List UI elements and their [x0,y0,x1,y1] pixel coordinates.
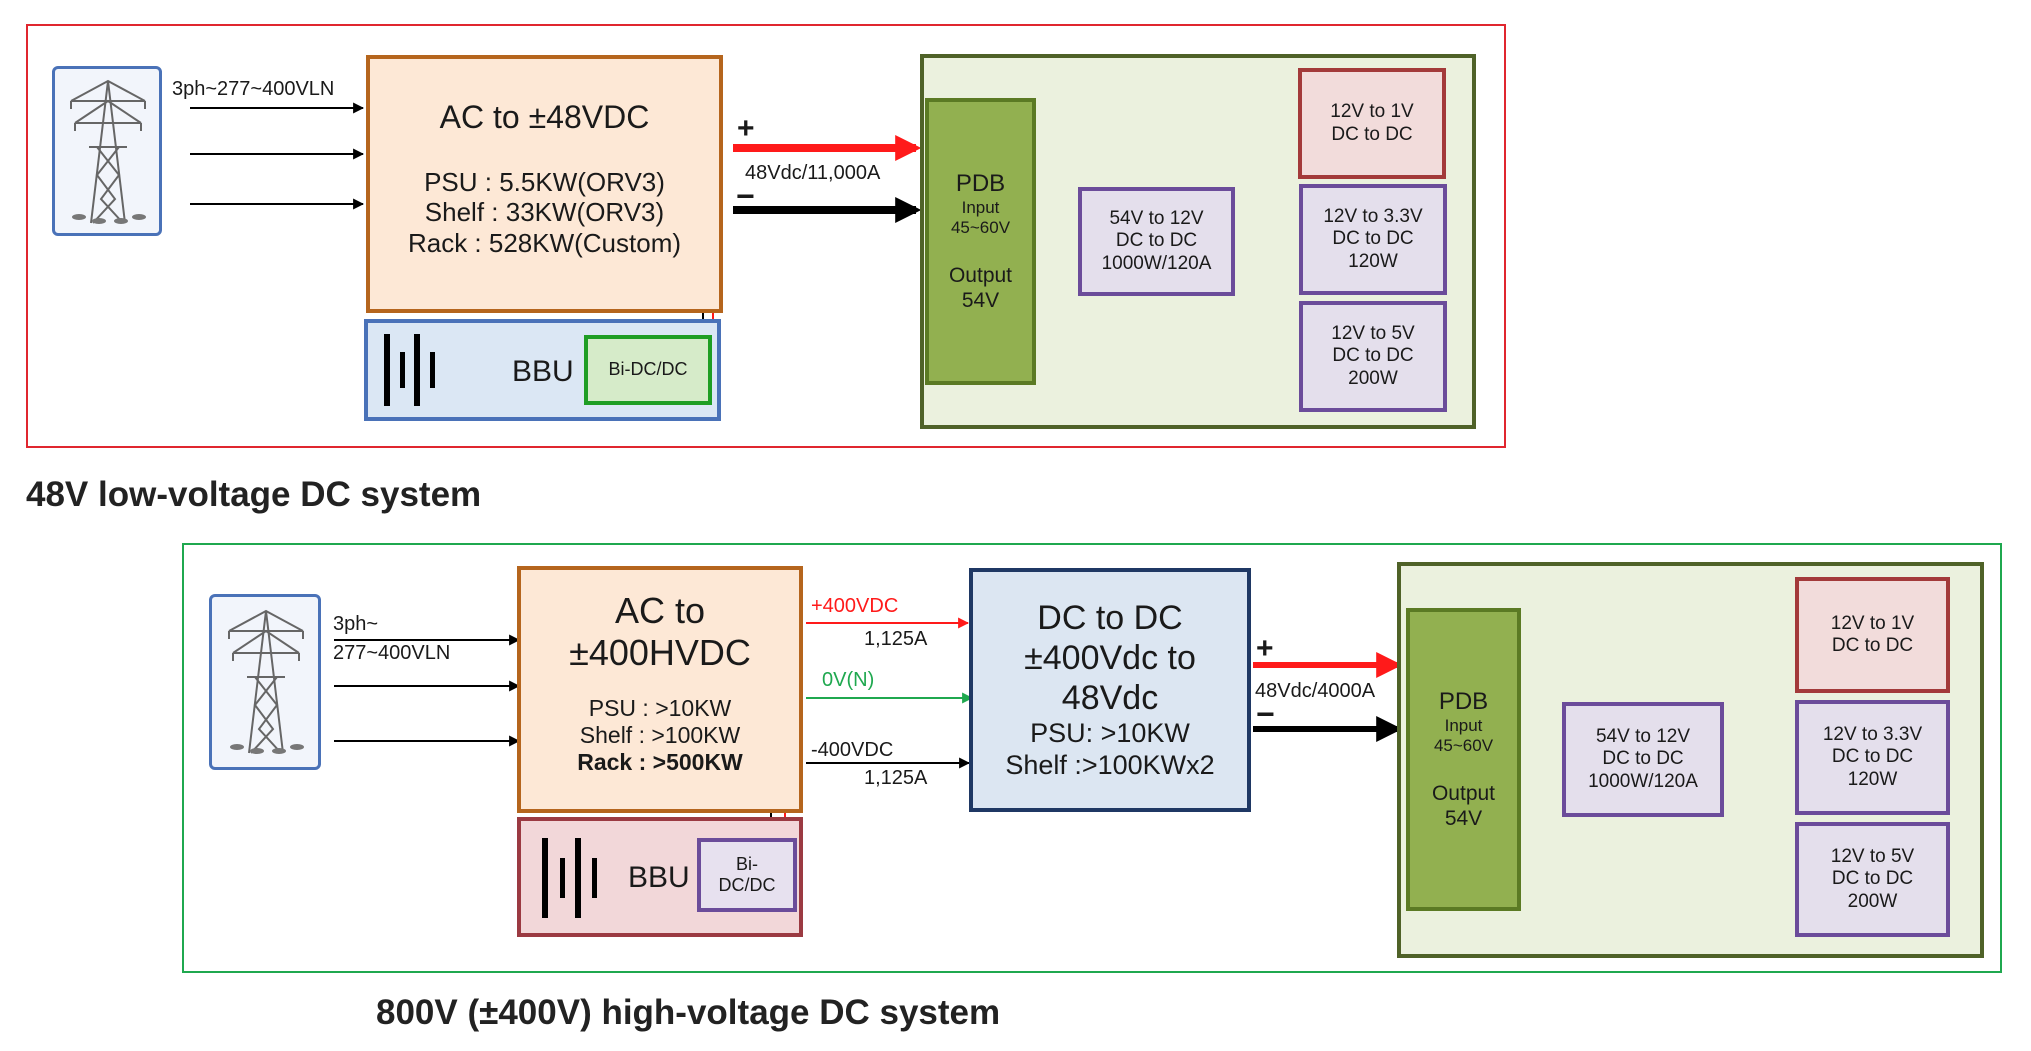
sys800-bus-plus: + [1256,632,1274,665]
sys800-dcdc-main-line-2: DC to DC [1602,748,1684,770]
sys48-acdc-box: AC to ±48VDC PSU : 5.5KW(ORV3) Shelf : 3… [366,55,723,313]
sys800-bus-label: 48Vdc/4000A [1255,680,1376,702]
sys800-input-label-1: 3ph~ [333,613,379,635]
sys800-hv-dcdc-shelf: Shelf :>100KWx2 [1005,750,1215,781]
sys48-pdb-output-value: 54V [961,288,1000,312]
sys48-pdb-title: PDB [955,169,1006,197]
sys800-load-5v-line-3: 200W [1847,890,1898,912]
battery-icon [380,334,440,411]
sys800-dcdc-main-box: 54V to 12V DC to DC 1000W/120A [1562,702,1724,817]
sys48-bus-label: 48Vdc/11,000A [745,162,881,184]
sys48-bidc-label: Bi-DC/DC [608,359,688,380]
sys800-bidc-box: Bi- DC/DC [697,838,797,912]
sys800-load-1v-line-1: 12V to 1V [1830,612,1915,634]
sys800-acdc-rack: Rack : >500KW [577,749,743,776]
sys48-bbu-label: BBU [512,355,574,388]
sys48-grid-tower-frame [52,66,162,236]
sys48-load-1v-line-1: 12V to 1V [1330,101,1414,123]
sys800-positive-rail-label: +400VDC [811,595,899,617]
sys800-bidc-label-2: DC/DC [718,875,776,895]
sys800-pdb-input-range: 45~60V [1433,735,1494,755]
sys800-load-5v-line-1: 12V to 5V [1830,845,1915,867]
sys800-pdb-box: PDB Input 45~60V Output 54V [1406,608,1521,911]
sys800-grid-tower-frame [209,594,321,770]
sys800-input-label-2: 277~400VLN [333,642,451,664]
sys48-acdc-shelf: Shelf : 33KW(ORV3) [424,197,665,228]
sys48-bidc-box: Bi-DC/DC [584,335,712,405]
sys800-dcdc-main-line-3: 1000W/120A [1588,770,1698,792]
sys800-hv-dcdc-title-1: DC to DC [1037,598,1183,637]
sys48-pdb-input-range: 45~60V [950,217,1011,237]
sys800-frame [182,543,2002,973]
sys48-dcdc-main-line-2: DC to DC [1115,230,1198,252]
sys800-pdb-input-label: Input [1444,715,1483,735]
sys800-load-5v-line-2: DC to DC [1831,868,1914,890]
sys800-hv-dcdc-title-2: ±400Vdc to [1024,639,1196,678]
sys800-load-1v-line-2: DC to DC [1831,635,1914,656]
sys800-load-3v3-line-1: 12V to 3.3V [1822,723,1923,745]
sys800-neutral-rail-label: 0V(N) [822,669,875,691]
sys800-acdc-title-1: AC to [614,590,706,631]
sys800-bidc-label-1: Bi- [736,853,758,874]
sys48-load-5v-line-1: 12V to 5V [1331,322,1415,344]
sys48-acdc-rack: Rack : 528KW(Custom) [407,228,682,259]
sys800-negative-rail-current: 1,125A [864,767,928,789]
sys48-load-1v-line-2: DC to DC [1331,123,1413,145]
sys800-acdc-shelf: Shelf : >100KW [579,722,741,749]
sys800-load-5v-box: 12V to 5V DC to DC 200W [1795,822,1950,937]
sys48-frame [26,24,1506,448]
transmission-tower-icon [65,77,151,232]
sys48-acdc-psu: PSU : 5.5KW(ORV3) [424,166,665,197]
sys48-dcdc-main-line-3: 1000W/120A [1101,252,1212,274]
sys800-negative-rail-label: -400VDC [811,739,894,761]
sys800-pdb-title: PDB [1438,687,1489,715]
sys800-hv-dcdc-psu: PSU: >10KW [1030,718,1190,749]
sys48-load-3v3-line-2: DC to DC [1332,228,1414,250]
sys48-load-1v-box: 12V to 1V DC to DC [1298,68,1446,179]
sys800-pdb-output-value: 54V [1444,806,1483,830]
sys800-hv-dcdc-box: DC to DC ±400Vdc to 48Vdc PSU: >10KW She… [969,568,1251,812]
sys800-load-3v3-box: 12V to 3.3V DC to DC 120W [1795,700,1950,815]
sys48-pdb-box: PDB Input 45~60V Output 54V [925,98,1036,385]
sys48-load-5v-box: 12V to 5V DC to DC 200W [1299,301,1447,412]
sys800-pdb-output-label: Output [1431,781,1496,805]
sys800-acdc-box: AC to ±400HVDC PSU : >10KW Shelf : >100K… [517,566,803,813]
sys48-input-label: 3ph~277~400VLN [172,78,335,100]
sys800-positive-rail-current: 1,125A [864,628,928,650]
sys48-load-5v-line-2: DC to DC [1332,345,1414,367]
sys48-dcdc-main-box: 54V to 12V DC to DC 1000W/120A [1078,187,1235,296]
battery-icon [538,838,602,923]
sys48-input-wires [190,102,365,210]
transmission-tower-icon [223,607,309,762]
sys48-bus-plus: + [737,112,755,145]
sys48-dcdc-main-line-1: 54V to 12V [1109,207,1204,229]
sys48-load-3v3-line-3: 120W [1348,250,1398,272]
sys800-acdc-psu: PSU : >10KW [588,694,732,721]
sys800-hv-dcdc-title-3: 48Vdc [1061,679,1159,718]
sys800-dcdc-main-line-1: 54V to 12V [1595,725,1691,747]
sys48-load-3v3-line-1: 12V to 3.3V [1323,205,1423,227]
sys800-input-wires [334,634,521,747]
sys800-acdc-title-2: ±400HVDC [569,632,751,674]
sys800-bbu-label: BBU [628,861,690,894]
sys48-pdb-input-label: Input [961,197,1000,217]
sys48-acdc-title: AC to ±48VDC [439,99,650,135]
sys800-load-3v3-line-3: 120W [1847,768,1898,790]
sys800-load-1v-box: 12V to 1V DC to DC [1795,577,1950,693]
sys800-bus-minus: − [1256,696,1275,732]
sys800-load-3v3-line-2: DC to DC [1831,746,1914,768]
sys48-bus-minus: − [736,178,755,214]
sys48-load-3v3-box: 12V to 3.3V DC to DC 120W [1299,184,1447,295]
sys48-caption: 48V low-voltage DC system [26,475,482,514]
sys48-pdb-output-label: Output [948,263,1013,287]
sys800-caption: 800V (±400V) high-voltage DC system [376,993,1001,1032]
sys48-load-5v-line-3: 200W [1348,367,1398,389]
